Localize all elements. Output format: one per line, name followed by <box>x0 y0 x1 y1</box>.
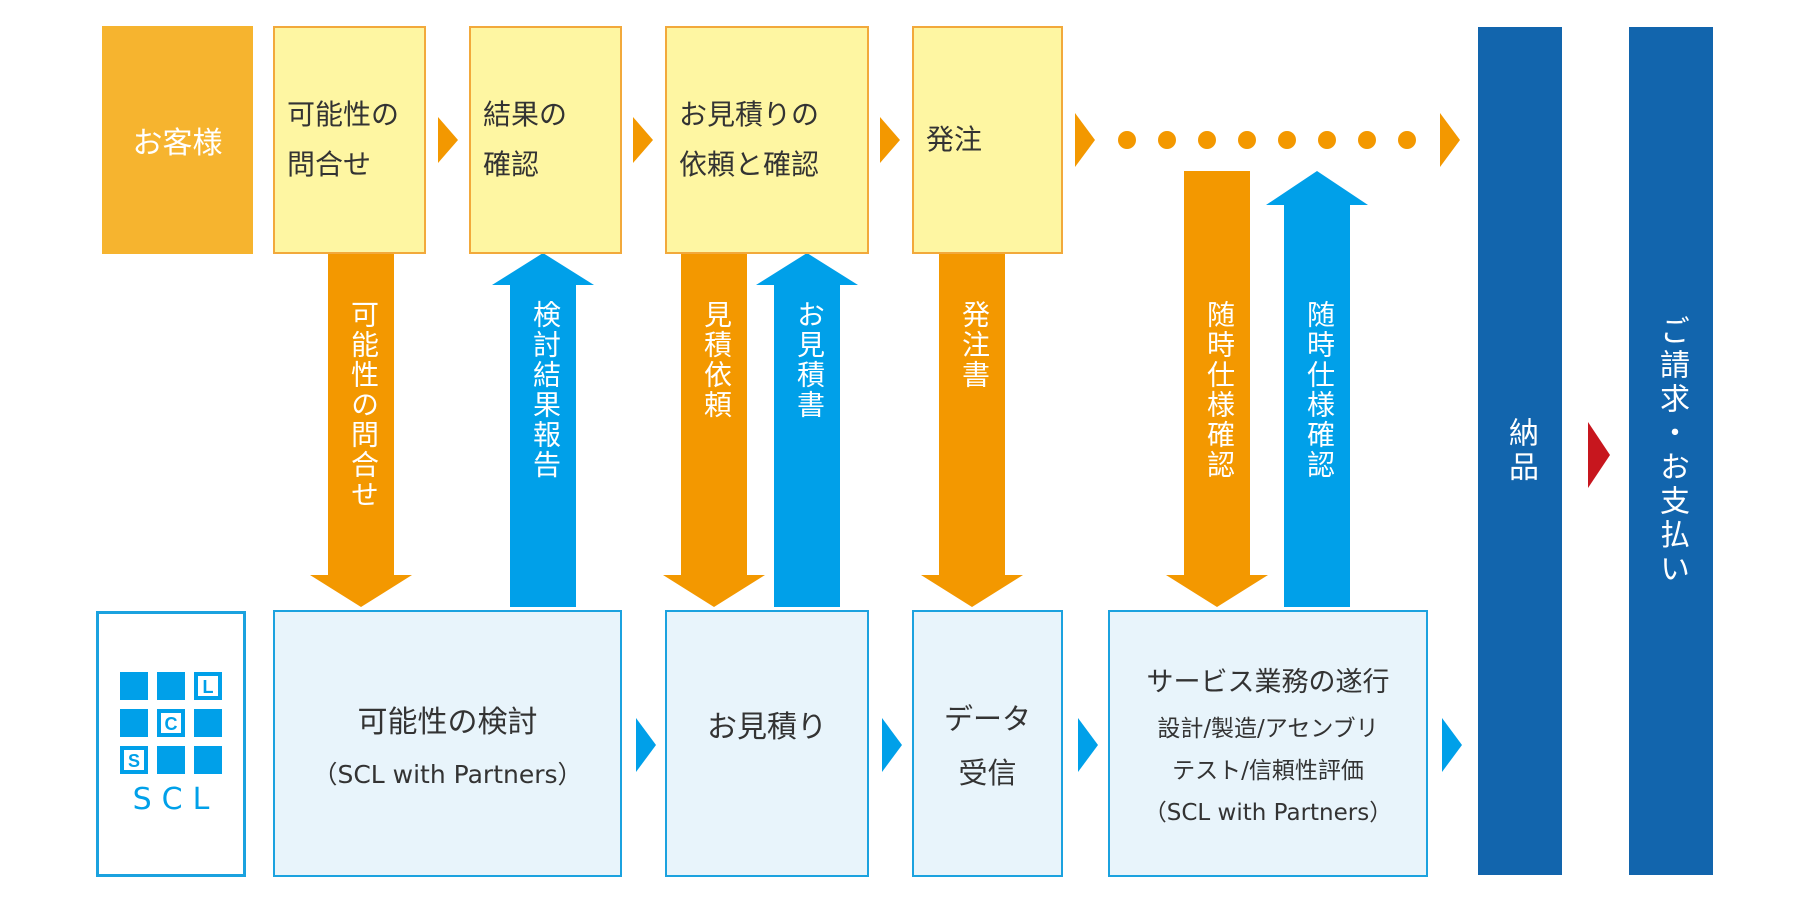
scl-step-service: サービス業務の遂行 設計/製造/アセンブリ テスト/信頼性評価 （SCL wit… <box>1108 610 1428 877</box>
step-line: 確認 <box>483 148 540 181</box>
step-line: サービス業務の遂行 <box>1146 667 1390 698</box>
customer-step-inquiry: 可能性の 問合せ <box>273 26 426 254</box>
delivery-column: 納品 <box>1478 27 1562 875</box>
arrow-label-quote-request: 見積依頼 <box>700 300 733 420</box>
scl-step-feasibility: 可能性の検討 （SCL with Partners） <box>273 610 622 877</box>
chevron-right-icon <box>636 718 656 772</box>
delivery-label: 納品 <box>1503 417 1538 485</box>
chevron-right-icon <box>1442 718 1462 772</box>
step-line: お見積り <box>707 709 827 745</box>
billing-label: ご請求・お支払い <box>1654 315 1689 587</box>
scl-logo-icon: L C S <box>120 671 222 774</box>
step-line: データ <box>943 701 1031 736</box>
customer-label-text: お客様 <box>132 126 223 161</box>
chevron-right-icon <box>880 117 900 163</box>
step-line: 設計/製造/アセンブリ <box>1157 716 1379 742</box>
chevron-right-icon <box>882 718 902 772</box>
arrow-label-spec-confirm-down: 随時仕様確認 <box>1203 300 1236 480</box>
logo-letter: C <box>165 714 178 734</box>
customer-step-quote-request: お見積りの 依頼と確認 <box>665 26 869 254</box>
down-arrow <box>663 253 765 607</box>
step-line: （SCL with Partners） <box>1143 800 1393 826</box>
chevron-right-icon <box>438 117 458 163</box>
down-arrow <box>1166 171 1268 607</box>
logo-letter: S <box>128 751 140 771</box>
step-line: （SCL with Partners） <box>312 759 583 789</box>
step-line: 依頼と確認 <box>679 148 820 181</box>
arrow-label-spec-confirm-up: 随時仕様確認 <box>1303 300 1336 480</box>
chevron-right-icon <box>1078 718 1098 772</box>
customer-label: お客様 <box>102 26 253 254</box>
scl-step-data-receipt: データ 受信 <box>912 610 1063 877</box>
arrow-label-inquiry: 可能性の問合せ <box>347 300 380 510</box>
step-line: 発注 <box>926 123 983 156</box>
arrow-label-purchase-order: 発注書 <box>958 300 991 390</box>
billing-column: ご請求・お支払い <box>1629 27 1713 875</box>
step-line: 可能性の <box>287 98 400 131</box>
step-line: 可能性の検討 <box>357 704 538 740</box>
step-line: 受信 <box>958 755 1017 790</box>
up-arrow <box>756 253 858 607</box>
down-arrow <box>921 253 1023 607</box>
arrow-label-report: 検討結果報告 <box>529 300 562 480</box>
arrow-label-quotation: お見積書 <box>793 300 826 420</box>
step-line: 問合せ <box>287 148 372 181</box>
step-line: お見積りの <box>679 98 820 131</box>
scl-step-quote: お見積り <box>665 610 869 877</box>
scl-logo-panel: L C S SCL <box>96 611 246 877</box>
customer-step-confirm-result: 結果の 確認 <box>469 26 622 254</box>
dotted-line <box>1118 131 1416 149</box>
scl-logo-text: SCL <box>132 781 220 817</box>
down-arrow <box>310 253 412 607</box>
chevron-right-icon <box>1075 113 1095 167</box>
up-arrow <box>492 253 594 607</box>
chevron-right-icon <box>1440 113 1460 167</box>
step-line: 結果の <box>483 98 568 131</box>
up-arrow <box>1266 171 1368 607</box>
step-line: テスト/信頼性評価 <box>1172 758 1364 784</box>
chevron-right-icon <box>633 117 653 163</box>
chevron-right-icon <box>1588 422 1610 488</box>
customer-step-order: 発注 <box>912 26 1063 254</box>
logo-letter: L <box>203 677 214 697</box>
